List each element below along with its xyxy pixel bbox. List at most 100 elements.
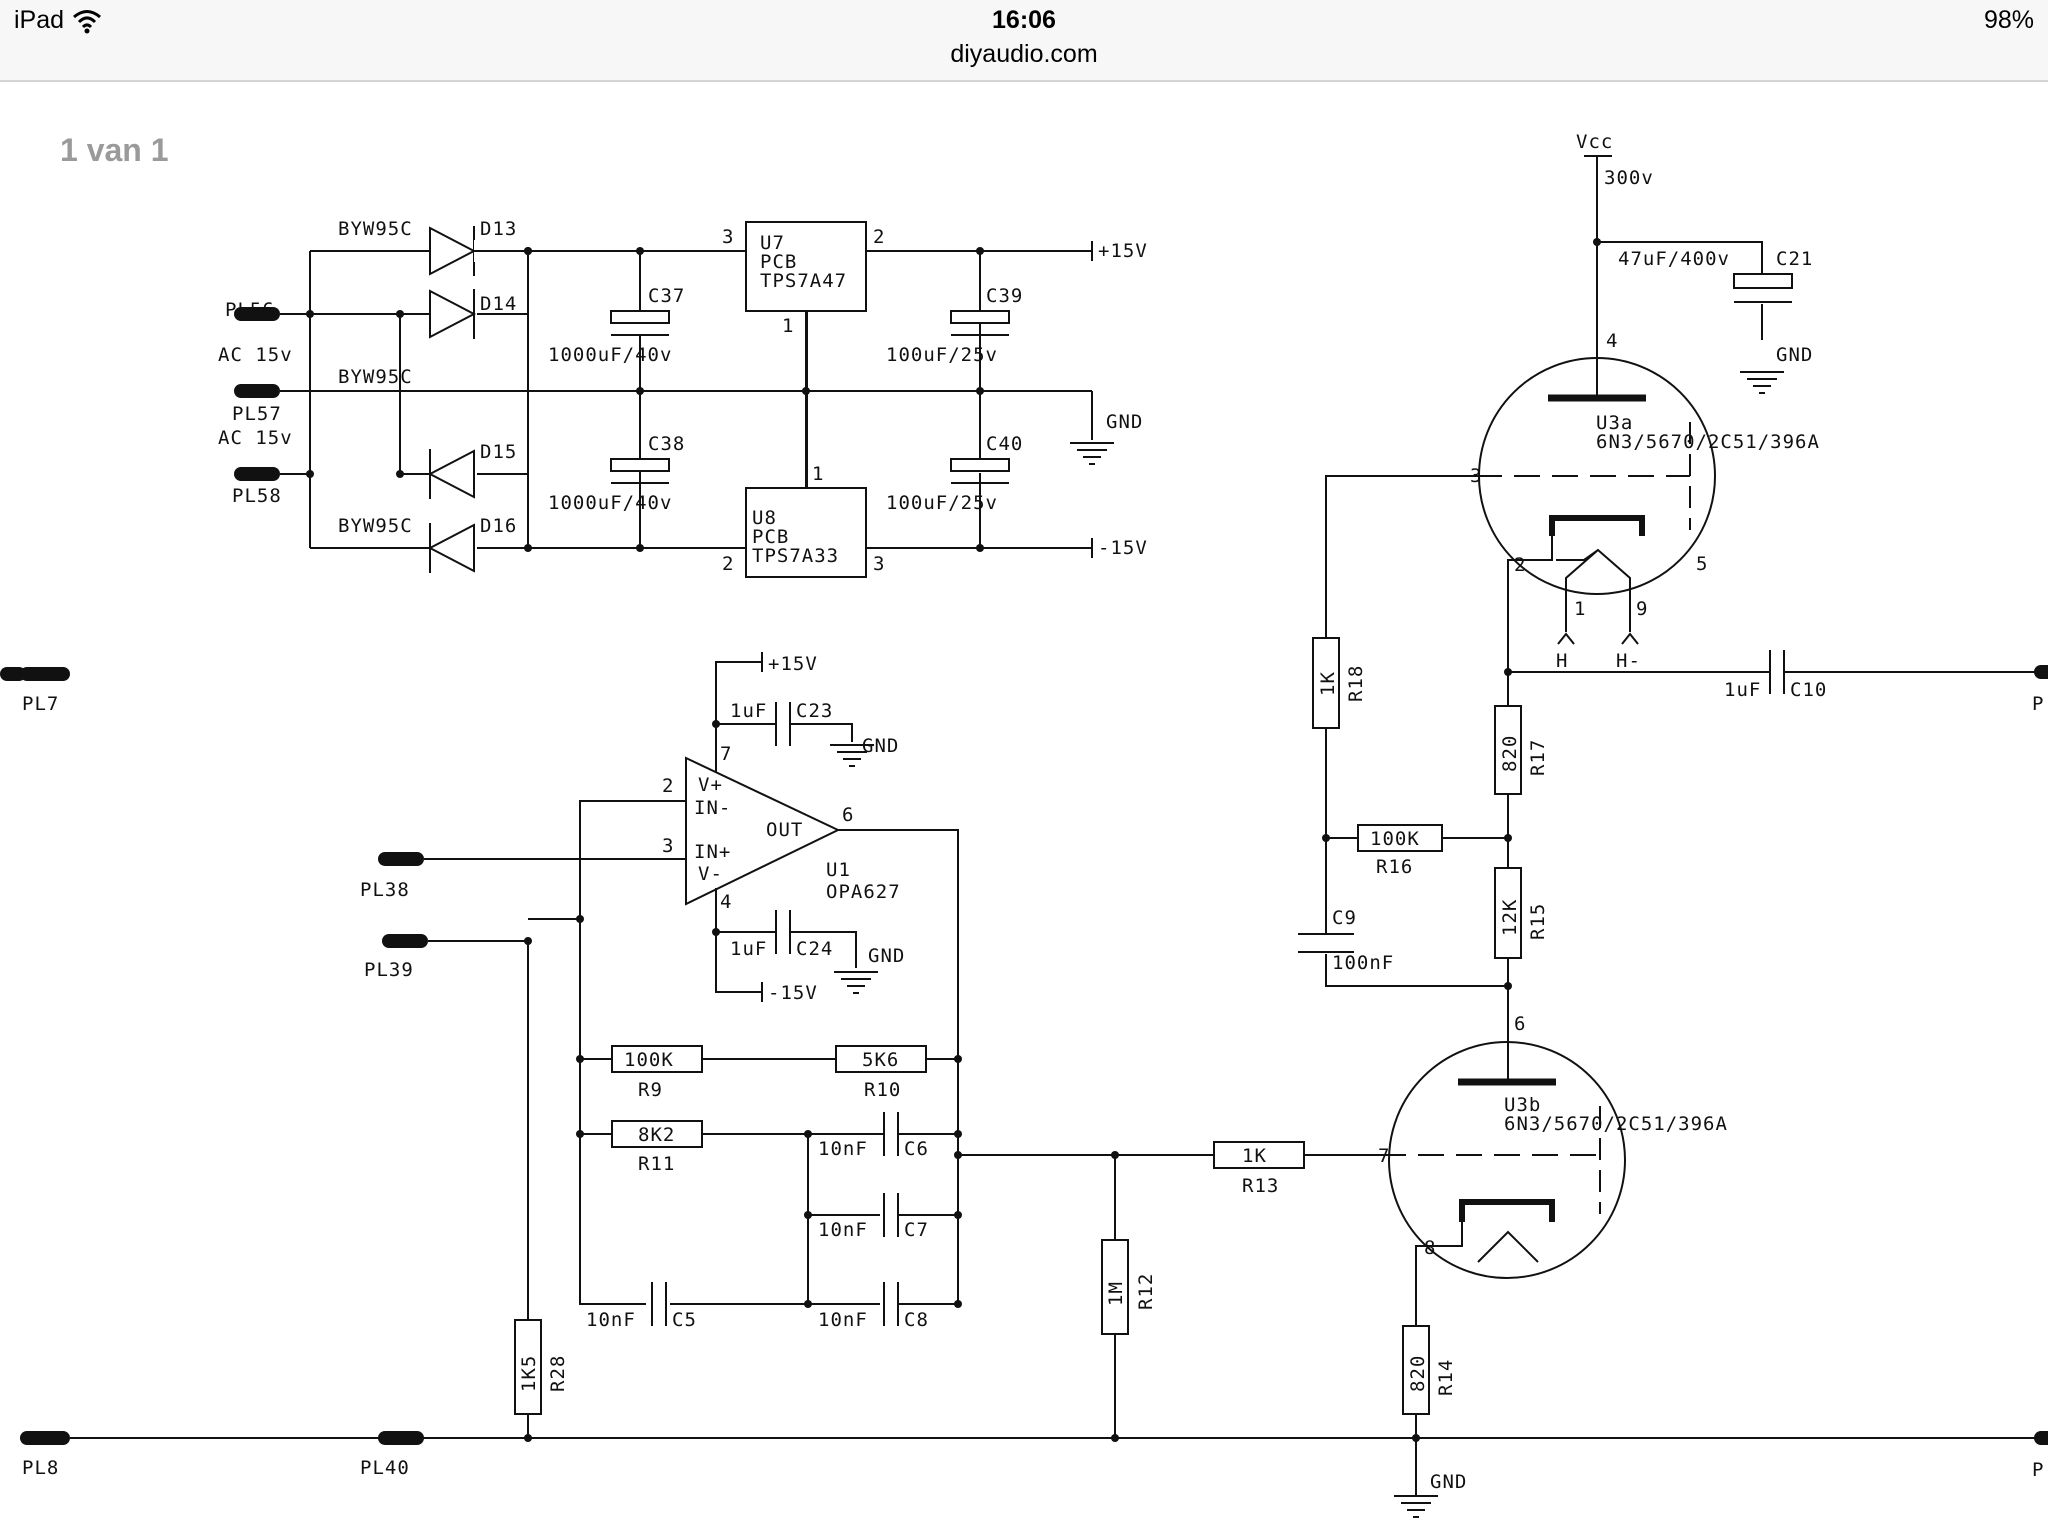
label-c37v: 1000uF/40v	[548, 344, 672, 366]
tube-pin9: 9	[1636, 598, 1648, 620]
u7-part: TPS7A47	[760, 270, 847, 292]
u7-pin-in: 3	[722, 226, 734, 248]
cap-c7	[883, 1193, 958, 1237]
connector-pl8-pad	[20, 1431, 70, 1445]
label-c40: C40	[986, 433, 1023, 455]
opamp-ref: U1	[826, 859, 851, 881]
label-c7v: 10nF	[818, 1219, 868, 1241]
connector-pl39-pad	[382, 934, 428, 948]
cap-c37	[610, 310, 670, 336]
label-ac2: AC 15v	[218, 427, 293, 449]
resistor-r17	[1494, 705, 1522, 795]
label-c7: C7	[904, 1219, 929, 1241]
u8-pin-in: 2	[722, 553, 734, 575]
label-r11: R11	[638, 1153, 675, 1175]
u8-pcb: PCB	[752, 526, 789, 548]
battery-level: 98%	[1983, 6, 2034, 34]
opamp-inminus: IN-	[694, 797, 731, 819]
power-supply: PL56 AC 15v PL57 AC 15v PL58 BYW95C D13 …	[218, 218, 1148, 578]
opamp-out: OUT	[766, 819, 803, 841]
u8-part: TPS7A33	[752, 545, 839, 567]
label-p-right-top: P	[2032, 693, 2044, 715]
opamp-filter: PL7 PL8 PL38 PL39 PL40 V+ IN- OUT IN+ V-…	[0, 652, 2048, 1479]
label-r13v: 1K	[1242, 1145, 1267, 1167]
label-c39: C39	[986, 285, 1023, 307]
resistor-r12	[1101, 1239, 1129, 1335]
label-r28v: 1K5	[518, 1355, 540, 1392]
label-pl38: PL38	[360, 879, 410, 901]
opamp-part: OPA627	[826, 881, 901, 903]
label-c24: C24	[796, 938, 833, 960]
label-r9: R9	[638, 1079, 663, 1101]
label-c5v: 10nF	[586, 1309, 636, 1331]
u8-pin-out: 3	[873, 553, 885, 575]
label-pl56: PL56	[225, 299, 275, 321]
resistor-r16	[1357, 824, 1443, 852]
rail-p15-opamp: +15V	[768, 653, 818, 675]
connector-pl57-pad	[234, 384, 280, 398]
connector-pl7-pad	[20, 667, 70, 681]
connector-right-bottom-pad	[2034, 1431, 2048, 1445]
rail-gnd2: GND	[862, 735, 899, 757]
opamp-vplus: V+	[698, 774, 723, 796]
rail-300v: 300v	[1604, 167, 1654, 189]
label-r15: R15	[1527, 903, 1549, 940]
label-byw3: BYW95C	[338, 515, 413, 537]
label-d16: D16	[480, 515, 517, 537]
label-pl39: PL39	[364, 959, 414, 981]
tube-pin5: 5	[1696, 553, 1708, 575]
label-d15: D15	[480, 441, 517, 463]
status-bar: iPad 16:06 98% diyaudio.com	[0, 0, 2048, 82]
resistor-r28	[514, 1319, 542, 1415]
rail-p15: +15V	[1098, 240, 1148, 262]
label-c6: C6	[904, 1138, 929, 1160]
label-ac1: AC 15v	[218, 344, 293, 366]
label-c8: C8	[904, 1309, 929, 1331]
label-r10v: 5K6	[862, 1049, 899, 1071]
tube-pin7: 7	[1378, 1145, 1390, 1167]
opamp-pin4: 4	[720, 891, 732, 913]
address-bar-url[interactable]: diyaudio.com	[950, 40, 1098, 68]
device-label: iPad	[14, 6, 65, 34]
page-counter: 1 van 1	[60, 132, 169, 168]
opamp-vminus: V-	[698, 863, 723, 885]
label-d13: D13	[480, 218, 517, 240]
label-c21v: 47uF/400v	[1618, 248, 1730, 270]
label-c10: C10	[1790, 679, 1827, 701]
label-r12v: 1M	[1105, 1281, 1127, 1306]
rail-vcc: Vcc	[1576, 131, 1613, 153]
wifi-icon	[73, 10, 101, 34]
label-r15v: 12K	[1499, 899, 1521, 936]
rail-gnd4: GND	[1776, 344, 1813, 366]
connector-right-top-pad	[2034, 665, 2048, 679]
rail-gnd5: GND	[1430, 1471, 1467, 1493]
label-c38v: 1000uF/40v	[548, 492, 672, 514]
tube-u3a-part: 6N3/5670/2C51/396A	[1596, 431, 1820, 453]
label-r28: R28	[547, 1355, 569, 1392]
resistor-r11	[611, 1120, 703, 1148]
tube-pin1: 1	[1574, 598, 1586, 620]
u7-pin-out: 2	[873, 226, 885, 248]
tube-u3b-ref: U3b	[1504, 1094, 1541, 1116]
tube-pin2: 2	[1514, 554, 1526, 576]
connector-pl38-pad	[378, 852, 424, 866]
label-c5: C5	[672, 1309, 697, 1331]
opamp-pin6: 6	[842, 804, 854, 826]
resistor-r9	[611, 1045, 703, 1073]
label-r16v: 100K	[1370, 828, 1420, 850]
diode-d13	[429, 226, 477, 276]
resistor-r14	[1402, 1325, 1430, 1415]
cap-c6	[808, 1112, 922, 1156]
label-r12: R12	[1135, 1273, 1157, 1310]
u8-ref: U8	[752, 507, 777, 529]
opamp-pin7: 7	[720, 743, 732, 765]
connector-pl56-pad	[234, 307, 280, 321]
label-r17: R17	[1527, 739, 1549, 776]
label-r17v: 820	[1499, 735, 1521, 772]
label-c24v: 1uF	[730, 938, 767, 960]
heater-h: H	[1556, 650, 1568, 672]
label-r16: R16	[1376, 856, 1413, 878]
diode-d14	[429, 289, 477, 339]
opamp-pin2: 2	[662, 775, 674, 797]
clock: 16:06	[992, 6, 1056, 34]
